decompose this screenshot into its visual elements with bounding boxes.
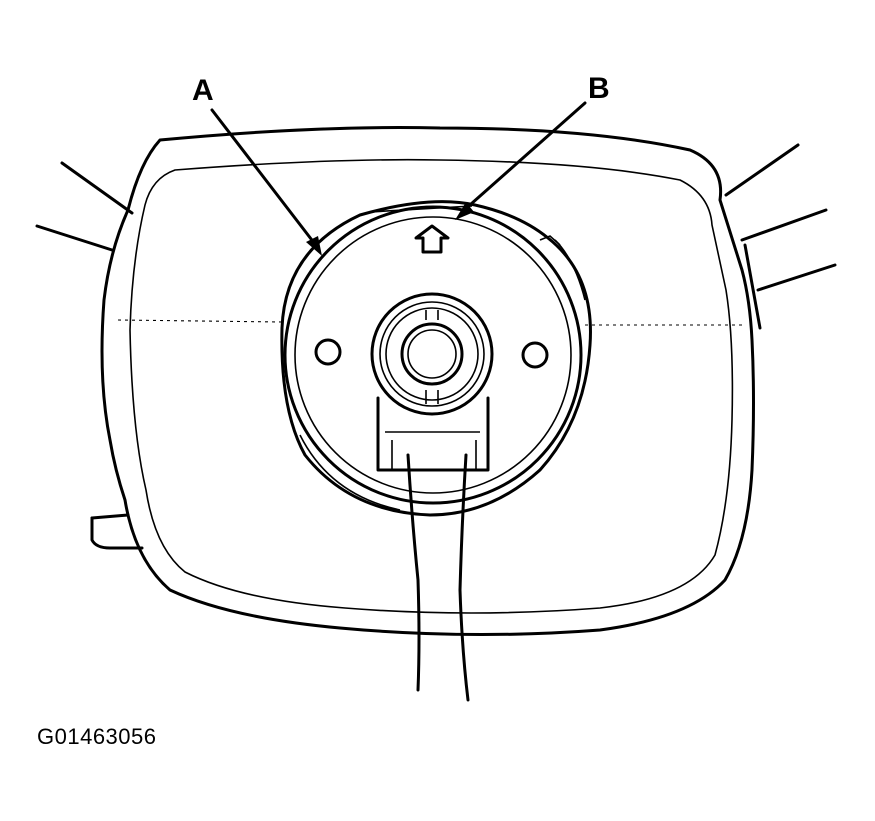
figure-id: G01463056 xyxy=(37,724,157,749)
hub-inner-outline xyxy=(129,158,734,614)
callout-a: A xyxy=(192,74,214,107)
left-mount-hole xyxy=(314,338,342,366)
alignment-arrow-mark xyxy=(414,224,450,254)
right-spokes xyxy=(724,143,837,330)
center-dash-line-left xyxy=(117,319,283,323)
leader-arrowhead-a xyxy=(306,236,322,256)
cable-reel xyxy=(280,200,592,517)
cable-harness xyxy=(406,453,470,702)
cable-connector xyxy=(376,396,490,472)
callout-b: B xyxy=(588,72,610,105)
leader-line-b xyxy=(460,101,587,214)
left-spokes xyxy=(35,161,144,550)
right-mount-hole xyxy=(521,341,549,369)
leader-arrowhead-b xyxy=(455,202,474,220)
steering-hub-outline xyxy=(100,126,755,637)
leader-line-a xyxy=(210,108,320,250)
